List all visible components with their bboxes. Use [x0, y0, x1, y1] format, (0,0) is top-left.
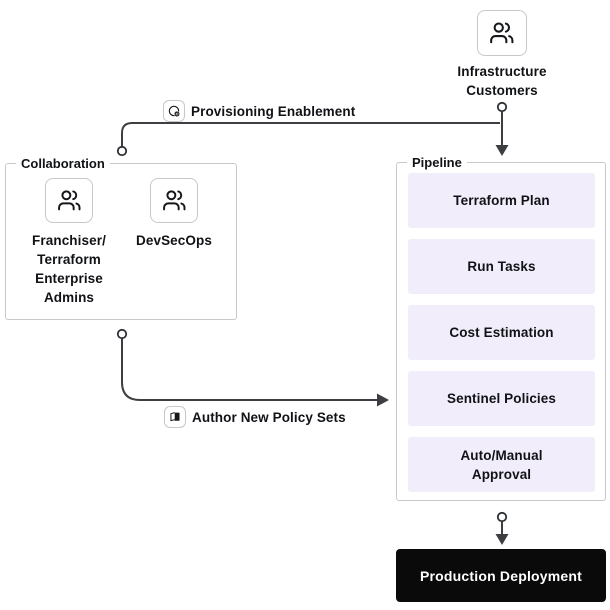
book-icon: [164, 406, 186, 428]
users-icon: [490, 22, 514, 44]
port-circle-collab-top: [116, 145, 128, 157]
pipeline-stage-auto-manual-approval: Auto/Manual Approval: [408, 437, 595, 492]
pipeline-group: Pipeline: [396, 154, 606, 501]
pipeline-stage-terraform-plan: Terraform Plan: [408, 173, 595, 228]
arrowhead-right-pipeline: [377, 393, 389, 407]
author-policy-sets-edge-label: Author New Policy Sets: [164, 406, 346, 428]
port-circle-collab-bottom: [116, 328, 128, 340]
pipeline-group-title: Pipeline: [407, 154, 467, 171]
pipeline-stage-cost-estimation: Cost Estimation: [408, 305, 595, 360]
author-policy-sets-text: Author New Policy Sets: [192, 409, 346, 425]
arrowhead-down-production: [495, 534, 509, 545]
devsecops-node: [150, 178, 198, 223]
infrastructure-customers-label: Infrastructure Customers: [457, 64, 547, 98]
provisioning-enablement-text: Provisioning Enablement: [191, 103, 356, 119]
users-icon: [57, 190, 80, 211]
port-circle-infra: [496, 101, 508, 113]
production-deployment-node: Production Deployment: [396, 549, 606, 602]
collaboration-group-title: Collaboration: [16, 155, 110, 172]
franchiser-admins-node: [45, 178, 93, 223]
users-icon: [162, 190, 185, 211]
arrowhead-down-pipeline: [495, 145, 509, 156]
devsecops-label: DevSecOps: [136, 233, 212, 248]
port-circle-pipeline-bottom: [496, 511, 508, 523]
gear-cycle-icon: [163, 100, 185, 122]
franchiser-admins-label: Franchiser/ Terraform Enterprise Admins: [32, 233, 106, 305]
pipeline-stage-sentinel-policies: Sentinel Policies: [408, 371, 595, 426]
infrastructure-customers-node: [477, 10, 527, 56]
provisioning-enablement-edge-label: Provisioning Enablement: [163, 100, 355, 122]
edge-author-policy-sets: [121, 338, 377, 401]
edge-provisioning-enablement: [121, 122, 500, 146]
pipeline-stage-run-tasks: Run Tasks: [408, 239, 595, 294]
collaboration-group: Collaboration: [5, 155, 237, 320]
